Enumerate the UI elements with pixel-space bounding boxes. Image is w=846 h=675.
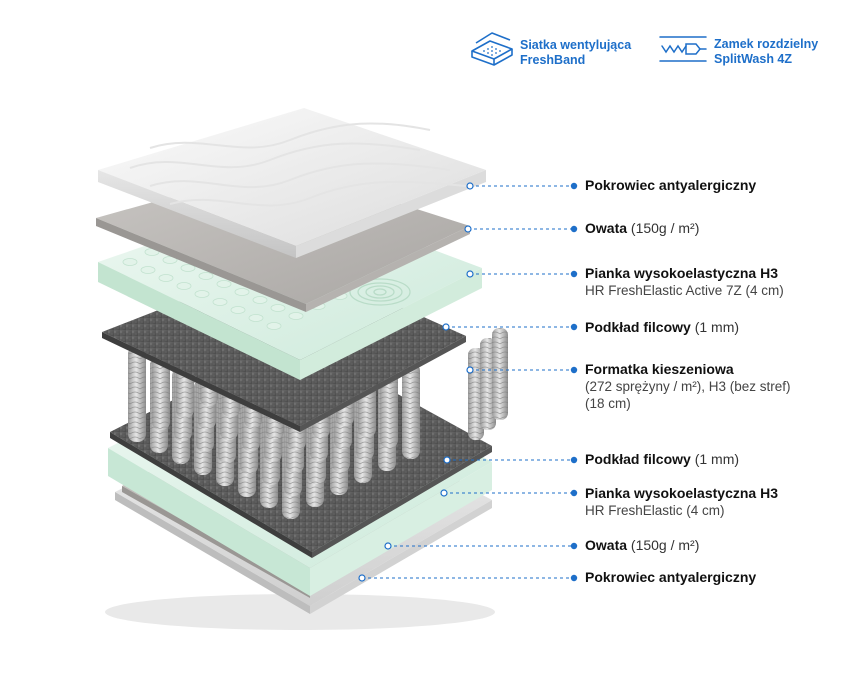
label-top-felt-detail: (1 mm) [694, 319, 740, 335]
label-bottom-foam-name: Pianka wysokoelastyczna H3 [585, 485, 778, 501]
label-springs-sub2: (18 cm) [585, 396, 631, 411]
zipper-icon [658, 33, 708, 70]
label-springs: Formatka kieszeniowa (272 sprężyny / m²)… [585, 361, 791, 412]
label-bottom-felt: Podkład filcowy (1 mm) [585, 451, 739, 468]
label-bottom-foam: Pianka wysokoelastyczna H3 HR FreshElast… [585, 485, 778, 519]
label-top-foam: Pianka wysokoelastyczna H3 HR FreshElast… [585, 265, 784, 299]
callout-anchor-dot [466, 366, 474, 374]
label-bottom-wadding: Owata (150g / m²) [585, 537, 699, 554]
callout-end-dot [570, 574, 578, 582]
callout-end-dot [570, 323, 578, 331]
callout-end-dot [570, 182, 578, 190]
label-top-felt: Podkład filcowy (1 mm) [585, 319, 739, 336]
label-bottom-felt-detail: (1 mm) [694, 451, 740, 467]
label-top-cover: Pokrowiec antyalergiczny [585, 177, 756, 194]
callout-anchor-dot [442, 323, 450, 331]
label-top-foam-sub: HR FreshElastic Active 7Z (4 cm) [585, 283, 784, 298]
label-top-cover-name: Pokrowiec antyalergiczny [585, 177, 757, 193]
ventilation-mesh-icon [468, 29, 516, 76]
pocket-spring [401, 360, 421, 459]
callout-anchor-dot [464, 225, 472, 233]
callout-end-dot [570, 489, 578, 497]
label-top-wadding-detail: (150g / m²) [630, 220, 700, 236]
label-bottom-wadding-name: Owata [585, 537, 628, 553]
label-top-foam-name: Pianka wysokoelastyczna H3 [585, 265, 778, 281]
label-bottom-felt-name: Podkład filcowy [585, 451, 691, 467]
label-springs-name: Formatka kieszeniowa [585, 361, 734, 377]
callout-end-dot [570, 542, 578, 550]
callout-end-dot [570, 456, 578, 464]
label-top-felt-name: Podkład filcowy [585, 319, 691, 335]
callout-anchor-dot [384, 542, 392, 550]
callout-end-dot [570, 270, 578, 278]
callout-end-dot [570, 366, 578, 374]
callout-anchor-dot [466, 182, 474, 190]
label-bottom-cover-name: Pokrowiec antyalergiczny [585, 569, 757, 585]
label-top-wadding-name: Owata [585, 220, 628, 236]
callout-anchor-dot [440, 489, 448, 497]
label-bottom-foam-sub: HR FreshElastic (4 cm) [585, 503, 725, 518]
callout-anchor-dot [466, 270, 474, 278]
badge-freshband-line1: Siatka wentylująca [520, 37, 632, 52]
label-bottom-cover: Pokrowiec antyalergiczny [585, 569, 756, 586]
badge-splitwash-line2: SplitWash 4Z [714, 51, 793, 66]
badge-splitwash-line1: Zamek rozdzielny [714, 36, 819, 51]
badge-freshband: Siatka wentylująca FreshBand [468, 29, 631, 76]
badge-freshband-line2: FreshBand [520, 52, 586, 67]
callout-anchor-dot [358, 574, 366, 582]
badge-splitwash: Zamek rozdzielny SplitWash 4Z [658, 33, 818, 70]
pocket-spring [127, 343, 147, 442]
pocket-spring [492, 328, 508, 420]
callout-anchor-dot [443, 456, 451, 464]
label-springs-sub1: (272 sprężyny / m²), H3 (bez stref) [585, 379, 791, 394]
label-top-wadding: Owata (150g / m²) [585, 220, 699, 237]
callout-end-dot [570, 225, 578, 233]
label-bottom-wadding-detail: (150g / m²) [630, 537, 700, 553]
layer-top-cover [98, 108, 486, 258]
